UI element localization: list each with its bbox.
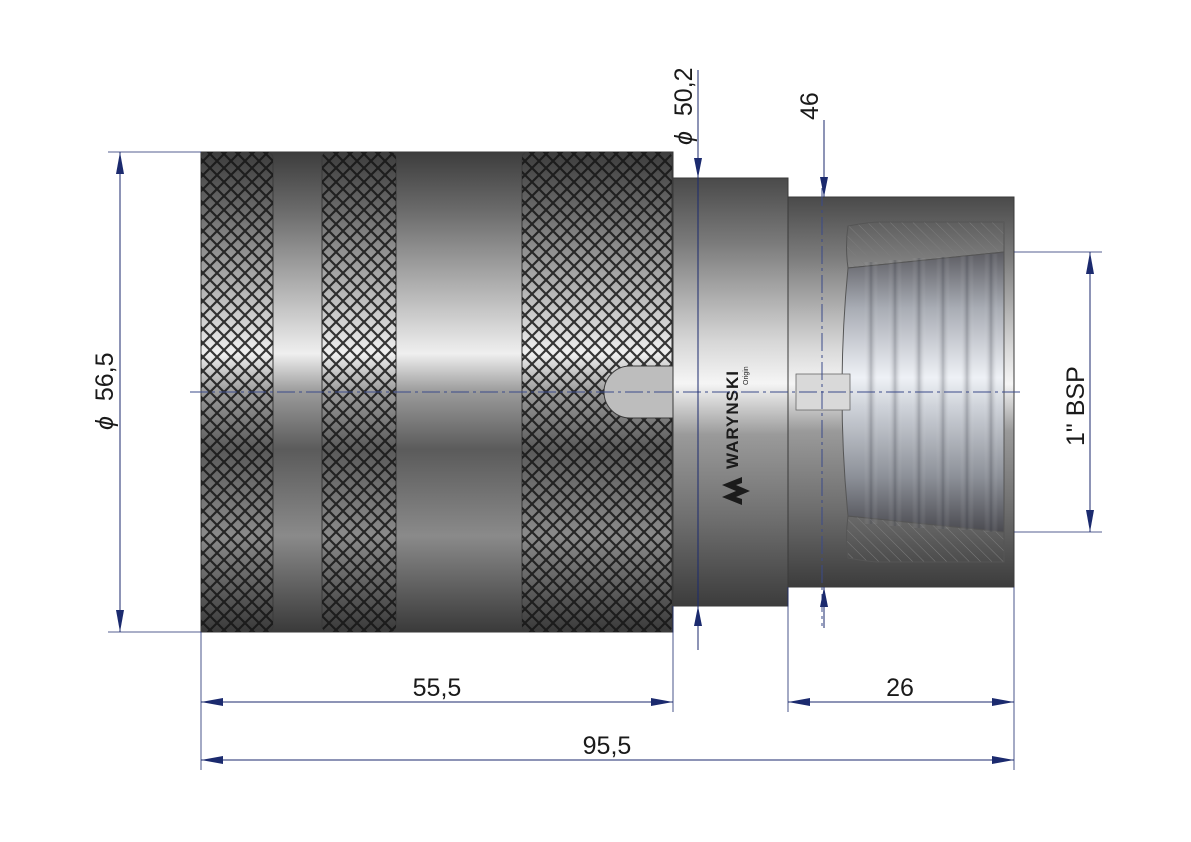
dim-thread: 1" BSP — [1014, 251, 1102, 533]
brand-name: WARYNSKI — [723, 370, 742, 469]
svg-text:ϕ 50,2: ϕ 50,2 — [670, 67, 698, 145]
dim-thread-depth: 26 — [787, 587, 1015, 770]
dim-sleeve-diameter-value: 50,2 — [670, 67, 698, 116]
dim-sleeve-diameter-symbol: ϕ — [670, 131, 698, 145]
dim-hex-size-value: 46 — [796, 92, 824, 120]
dim-sleeve-length-value: 55,5 — [413, 674, 462, 702]
dim-overall-length-value: 95,5 — [583, 732, 632, 760]
brand-logo: WARYNSKI Origin — [722, 366, 750, 505]
dim-thread-depth-value: 26 — [886, 674, 914, 702]
dim-outer-diameter: ϕ 56,5 — [91, 151, 201, 633]
brand-sub: Origin — [743, 366, 750, 385]
dim-thread-value: 1" BSP — [1062, 366, 1090, 446]
dim-outer-diameter-symbol: ϕ — [91, 416, 119, 430]
dim-outer-diameter-value: 56,5 — [91, 352, 119, 401]
dim-hex-size: 46 — [796, 92, 828, 628]
brand-w-icon — [722, 477, 750, 505]
dim-overall-length: 95,5 — [201, 732, 1014, 764]
dim-sleeve-length: 55,5 — [200, 606, 674, 770]
dim-sleeve-diameter: ϕ 50,2 — [670, 67, 702, 650]
svg-text:ϕ 56,5: ϕ 56,5 — [91, 352, 119, 430]
thread-ridges — [864, 254, 998, 532]
